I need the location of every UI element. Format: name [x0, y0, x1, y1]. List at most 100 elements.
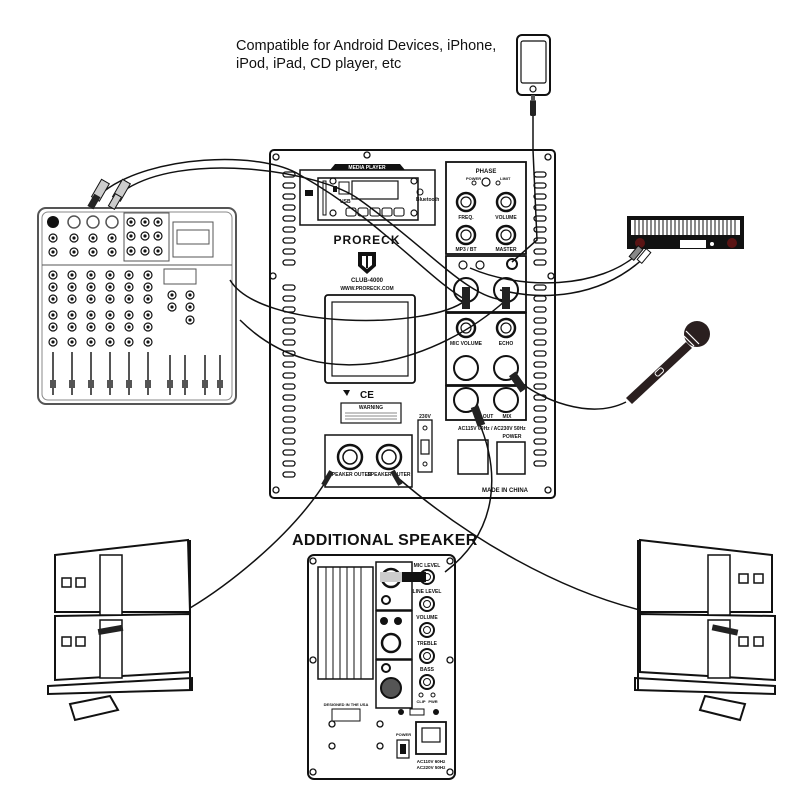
- media-button-play[interactable]: [369, 207, 381, 217]
- microphone-icon: [626, 321, 710, 404]
- phase-switch[interactable]: [481, 177, 491, 187]
- svg-text:MASTER: MASTER: [495, 247, 517, 253]
- svg-text:AC110V 60Hz: AC110V 60Hz: [417, 759, 446, 764]
- heatsink: [317, 566, 374, 680]
- warning-label: WARNING: [340, 402, 402, 424]
- brand-shield-icon: [358, 252, 376, 274]
- mixer-mic-input-4[interactable]: [105, 215, 119, 229]
- cable-mixer-to-mic1: [102, 158, 467, 301]
- svg-text:FREQ.: FREQ.: [458, 215, 474, 221]
- cable-keyboard-2: [499, 255, 647, 297]
- xlr-line-output[interactable]: [380, 677, 402, 699]
- power-led: [471, 180, 477, 186]
- treble-knob[interactable]: [419, 648, 435, 664]
- voltage-selector-switch[interactable]: 230V: [417, 414, 433, 473]
- svg-text:PWR: PWR: [428, 699, 437, 704]
- speaker-output-label-1: SPEAKER OUTER: [328, 472, 371, 478]
- output-section: [445, 385, 527, 421]
- line-level-knob[interactable]: [419, 596, 435, 612]
- ce-mark: CE: [360, 390, 374, 401]
- voltage-label: AC115V 60Hz / AC230V 50Hz: [458, 426, 526, 432]
- svg-text:VOLUME: VOLUME: [416, 615, 438, 621]
- out-jack[interactable]: [453, 387, 479, 413]
- svg-text:POWER: POWER: [396, 732, 411, 737]
- cable-mic1-return: [229, 279, 467, 322]
- model-label: CLUB-4000: [351, 278, 384, 284]
- mixer-channel-strips: [48, 268, 223, 395]
- power-switch[interactable]: [496, 441, 526, 475]
- caption-line-1: Compatible for Android Devices, iPhone,: [236, 38, 497, 54]
- limit-led: [495, 180, 501, 186]
- svg-text:LINE LEVEL: LINE LEVEL: [413, 589, 442, 595]
- svg-text:OUT: OUT: [483, 414, 494, 420]
- audio-mixer: [37, 207, 237, 405]
- media-button-repeat[interactable]: [357, 207, 369, 217]
- svg-text:MIX: MIX: [503, 414, 513, 420]
- svg-text:LIMIT: LIMIT: [500, 176, 511, 181]
- cable-plugs: [87, 178, 739, 636]
- svg-text:WARNING: WARNING: [359, 405, 383, 411]
- mix-jack[interactable]: [493, 387, 519, 413]
- cooling-fan: [324, 294, 416, 384]
- usb-label: USB: [340, 199, 351, 205]
- bluetooth-label: Bluetooth: [416, 197, 439, 203]
- recycle-bin-icon: [343, 390, 350, 396]
- svg-text:230V: 230V: [419, 414, 431, 420]
- speaker-output-label-2: SPEAKER OUTER: [367, 472, 410, 478]
- compatibility-caption: Compatible for Android Devices, iPhone, …: [236, 37, 496, 73]
- cable-phone-to-aux: [511, 116, 538, 263]
- brand-logo-text: PRORECK: [333, 233, 400, 247]
- mixer-mic-input-2[interactable]: [67, 215, 81, 229]
- mic-jack-3[interactable]: [453, 355, 479, 381]
- mixer-mic-input-1[interactable]: [47, 216, 59, 228]
- keyboard-speaker-right: [727, 238, 737, 248]
- svg-text:MIC VOLUME: MIC VOLUME: [450, 341, 483, 347]
- additional-speaker-panel: MIC LEVEL LINE LEVEL VOLUME TREBLE BASS …: [307, 554, 456, 780]
- media-button-next[interactable]: [393, 207, 405, 217]
- designed-in-usa-label: DESIGNED IN THE USA: [324, 702, 369, 707]
- svg-text:MIC LEVEL: MIC LEVEL: [414, 563, 441, 569]
- mixer-display: [172, 221, 214, 258]
- bass-knob[interactable]: [419, 674, 435, 690]
- mic-control-section: [445, 312, 527, 386]
- mic-jack-4[interactable]: [493, 355, 519, 381]
- caption-line-2: iPod, iPad, CD player, etc: [236, 56, 402, 72]
- media-player-label: MEDIA PLAYER: [348, 165, 386, 171]
- svg-text:BASS: BASS: [420, 667, 435, 673]
- electronic-keyboard: [627, 216, 744, 249]
- svg-text:MP3 / BT: MP3 / BT: [455, 247, 476, 253]
- cable-keyboard-1: [469, 251, 641, 284]
- power-label: POWER: [503, 434, 522, 440]
- phase-label: PHASE: [476, 169, 497, 175]
- cable-speaker-left: [189, 477, 329, 609]
- additional-speaker-title: ADDITIONAL SPEAKER: [292, 532, 478, 549]
- voltage-selector-switch[interactable]: [409, 708, 425, 716]
- media-button-prev[interactable]: [381, 207, 393, 217]
- mixer-mic-input-3[interactable]: [86, 215, 100, 229]
- keyboard-speaker-left: [635, 238, 645, 248]
- line-array-speaker-right: [634, 538, 776, 722]
- made-in-china-label: MADE IN CHINA: [482, 488, 529, 494]
- main-amplifier-panel: MEDIA PLAYER USB Bluetooth PRORECK: [269, 149, 556, 499]
- clip-led: [418, 692, 424, 698]
- aux-input-jack[interactable]: [506, 258, 518, 270]
- svg-text:POWER: POWER: [466, 176, 481, 181]
- line-array-speaker-left: [47, 538, 193, 722]
- website-label: WWW.PRORECK.COM: [340, 286, 393, 292]
- media-player-module: MEDIA PLAYER USB Bluetooth: [299, 164, 439, 226]
- speaker-output-jack-2[interactable]: [375, 443, 403, 471]
- volume-knob[interactable]: [419, 622, 435, 638]
- xlr-line-input[interactable]: [380, 632, 402, 654]
- mic-input-section: [445, 255, 527, 313]
- pwr-led: [430, 692, 436, 698]
- cable-to-additional-speaker: [444, 419, 493, 573]
- svg-text:VOLUME: VOLUME: [495, 215, 517, 221]
- svg-text:CLIP: CLIP: [416, 699, 425, 704]
- cable-speaker-right: [397, 477, 641, 611]
- speaker-output-jack-1[interactable]: [336, 443, 364, 471]
- cable-mic2-return: [239, 299, 507, 366]
- cable-mixer-to-mic2: [121, 167, 507, 301]
- svg-text:AC220V 50Hz: AC220V 50Hz: [417, 765, 447, 770]
- ac-inlet: [457, 439, 489, 475]
